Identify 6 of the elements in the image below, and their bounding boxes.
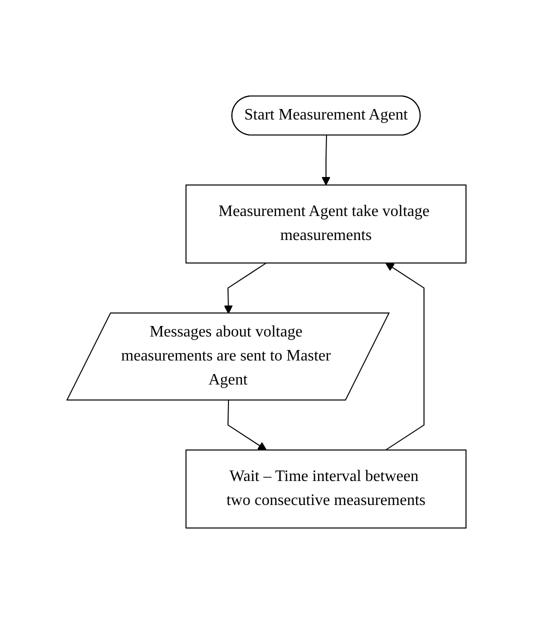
node-box: Measurement Agent take voltage measurements <box>186 184 466 263</box>
arrow <box>228 400 267 450</box>
arrow <box>385 262 424 450</box>
arrow <box>224 262 267 314</box>
arrow <box>322 134 330 185</box>
node-box: Wait – Time interval between two consecutive measurements <box>186 449 466 528</box>
